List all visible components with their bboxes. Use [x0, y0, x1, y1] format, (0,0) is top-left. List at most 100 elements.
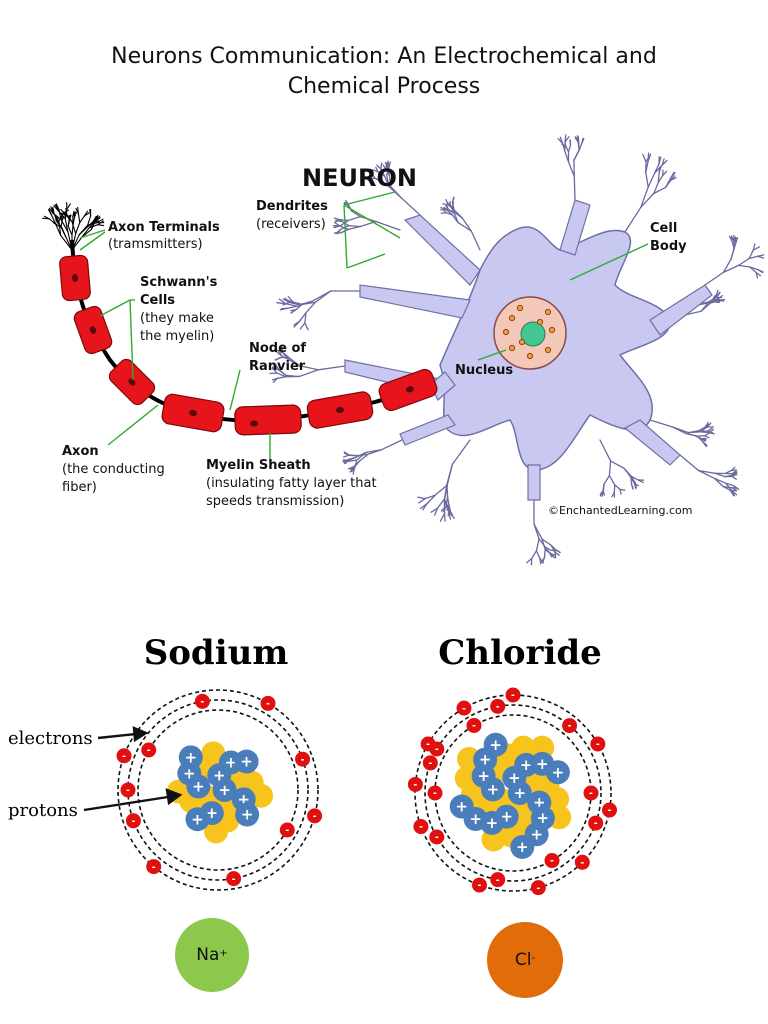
branch-segment: [64, 214, 73, 222]
branch-segment: [274, 356, 282, 361]
label-node-1: Node of: [249, 341, 306, 356]
branch-segment: [304, 322, 309, 331]
branch-segment: [292, 301, 303, 306]
branch-segment: [748, 249, 754, 260]
branch-segment: [87, 215, 92, 226]
branch-segment: [60, 234, 73, 251]
branch-segment: [647, 172, 656, 188]
electron: -: [125, 813, 141, 829]
branch-segment: [285, 374, 300, 378]
axon-terminals: [42, 202, 105, 251]
branch-segment: [657, 172, 660, 184]
branch-segment: [380, 168, 386, 177]
branch-segment: [544, 548, 552, 555]
branch-segment: [749, 266, 759, 271]
branch-segment: [716, 298, 725, 302]
branch-segment: [457, 221, 472, 232]
cell-process: [403, 214, 481, 286]
svg-text:+: +: [240, 753, 253, 771]
branch-segment: [633, 482, 637, 490]
branch-segment: [314, 290, 332, 303]
branch-segment: [722, 258, 732, 274]
svg-text:+: +: [455, 798, 468, 816]
branch-segment: [703, 432, 710, 437]
branch-segment: [731, 472, 737, 477]
branch-segment: [559, 136, 564, 144]
branch-segment: [715, 292, 721, 298]
branch-segment: [664, 177, 672, 189]
branch-segment: [97, 224, 105, 227]
electron: -: [588, 815, 604, 831]
branch-segment: [280, 345, 284, 353]
branch-segment: [699, 431, 710, 434]
branch-segment: [535, 550, 541, 559]
branch-segment: [649, 419, 674, 428]
neuron-diagram: NEURON Axon Terminals (tramsmitters) Den…: [42, 134, 765, 566]
organelle: [516, 304, 524, 312]
sodium-pointers: [83, 726, 183, 812]
organelle: [544, 308, 552, 316]
label-axon-note-1: (the conducting: [62, 462, 165, 477]
credit-text: ©EnchantedLearning.com: [548, 504, 692, 517]
branch-segment: [58, 212, 66, 216]
electron: -: [544, 853, 560, 869]
svg-text:-: -: [596, 739, 600, 750]
svg-text:-: -: [122, 751, 126, 762]
branch-segment: [288, 301, 301, 306]
branch-segment: [448, 511, 452, 520]
electron: -: [194, 693, 210, 709]
branch-segment: [657, 175, 664, 184]
svg-text:-: -: [594, 818, 598, 829]
branch-segment: [89, 208, 92, 217]
branch-segment: [75, 221, 81, 235]
branch-segment: [276, 376, 287, 379]
branch-segment: [352, 467, 356, 475]
electron: -: [583, 785, 599, 801]
organelle: [544, 346, 552, 354]
branch-segment: [58, 209, 62, 220]
branch-segment: [609, 460, 625, 470]
electron: -: [307, 808, 323, 824]
proton: +: [449, 794, 474, 819]
branch-segment: [541, 538, 552, 546]
branch-segment: [669, 172, 676, 180]
proton: +: [235, 802, 260, 827]
branch-segment: [439, 512, 446, 522]
branch-segment: [725, 482, 735, 487]
branch-segment: [730, 466, 736, 472]
branch-segment: [543, 548, 546, 559]
chloride-atom: +++++++++++++++++ ---------------------: [407, 687, 618, 896]
branch-segment: [65, 208, 68, 216]
svg-text:-: -: [126, 785, 130, 796]
branch-segment: [630, 483, 634, 490]
electron: -: [116, 748, 132, 764]
branch-segment: [54, 204, 60, 211]
branch-segment: [77, 213, 81, 224]
electron: -: [574, 854, 590, 870]
electron: -: [466, 717, 482, 733]
label-axon-note-2: fiber): [62, 480, 97, 495]
svg-text:+: +: [536, 755, 549, 773]
branch-segment: [658, 156, 662, 165]
branch-segment: [599, 439, 612, 462]
branch-segment: [83, 212, 90, 217]
branch-segment: [434, 507, 439, 516]
label-schwann-1: Schwann's: [140, 275, 218, 290]
electron: -: [260, 695, 276, 711]
cell-process: [399, 414, 456, 446]
branch-segment: [567, 144, 572, 153]
branch-segment: [451, 201, 455, 211]
branch-segment: [271, 368, 280, 371]
label-axon-terminals: Axon Terminals: [108, 220, 220, 235]
branch-segment: [442, 203, 449, 206]
svg-text:+: +: [530, 825, 543, 843]
branch-segment: [88, 224, 99, 229]
branch-segment: [550, 544, 557, 551]
svg-text:+: +: [225, 754, 238, 772]
svg-text:+: +: [516, 838, 529, 856]
branch-segment: [623, 467, 632, 479]
electron: -: [602, 802, 618, 818]
electron: -: [505, 687, 521, 703]
svg-text:+: +: [184, 748, 197, 766]
branch-segment: [376, 164, 382, 170]
